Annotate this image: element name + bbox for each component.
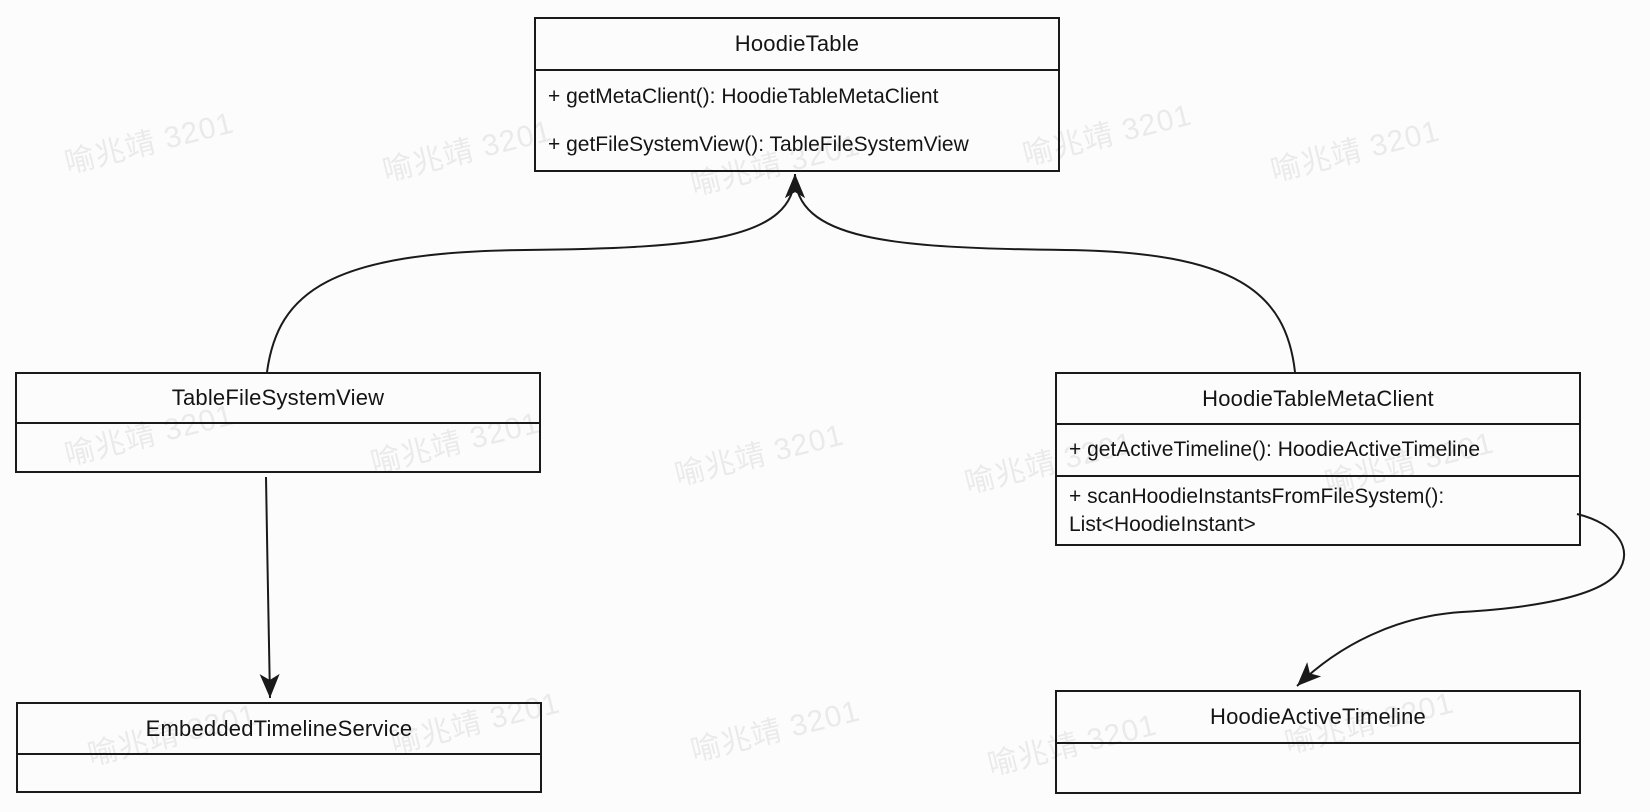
class-hoodietable[interactable]: HoodieTable + getMetaClient(): HoodieTab… bbox=[534, 17, 1060, 172]
method-getfilesystemview: + getFileSystemView(): TableFileSystemVi… bbox=[548, 132, 969, 156]
watermark-text: 喻兆靖 3201 bbox=[687, 694, 864, 769]
class-empty-compartment bbox=[18, 753, 540, 791]
class-empty-compartment bbox=[1057, 742, 1579, 792]
method-getmetaclient: + getMetaClient(): HoodieTableMetaClient bbox=[548, 84, 939, 108]
class-tablefilesystemview[interactable]: TableFileSystemView bbox=[15, 372, 541, 473]
method-scanhoodieinstants: + scanHoodieInstantsFromFileSystem(): Li… bbox=[1069, 484, 1445, 536]
class-methods: + getMetaClient(): HoodieTableMetaClient… bbox=[536, 69, 1058, 170]
class-hoodieactivetimeline[interactable]: HoodieActiveTimeline bbox=[1055, 690, 1581, 794]
watermark-text: 喻兆靖 3201 bbox=[1267, 114, 1444, 189]
class-title: TableFileSystemView bbox=[171, 385, 385, 410]
watermark-text: 喻兆靖 3201 bbox=[61, 106, 238, 181]
edge-hoodietablemetaclient-to-hoodietable[interactable] bbox=[785, 173, 1296, 373]
class-methods: + getActiveTimeline(): HoodieActiveTimel… bbox=[1057, 423, 1579, 475]
class-title: HoodieTableMetaClient bbox=[1202, 385, 1434, 411]
class-methods: + scanHoodieInstantsFromFileSystem(): Li… bbox=[1057, 475, 1579, 544]
class-title: HoodieTable bbox=[734, 31, 860, 56]
class-title: EmbeddedTimelineService bbox=[145, 715, 413, 741]
edge-tablefilesystemview-to-embeddedtimelineservice[interactable] bbox=[259, 476, 280, 699]
class-embeddedtimelineservice[interactable]: EmbeddedTimelineService bbox=[16, 702, 542, 793]
class-empty-compartment bbox=[17, 422, 539, 471]
edge-tablefilesystemview-to-hoodietable[interactable] bbox=[266, 173, 805, 373]
method-getactivetimeline: + getActiveTimeline(): HoodieActiveTimel… bbox=[1069, 438, 1481, 462]
watermark-text: 喻兆靖 3201 bbox=[379, 114, 556, 189]
class-title: HoodieActiveTimeline bbox=[1210, 704, 1426, 729]
edge-hoodietablemetaclient-to-hoodieactivetimeline[interactable] bbox=[1296, 513, 1625, 687]
watermark-text: 喻兆靖 3201 bbox=[671, 418, 848, 493]
class-hoodietablemetaclient[interactable]: HoodieTableMetaClient + getActiveTimelin… bbox=[1055, 372, 1581, 546]
